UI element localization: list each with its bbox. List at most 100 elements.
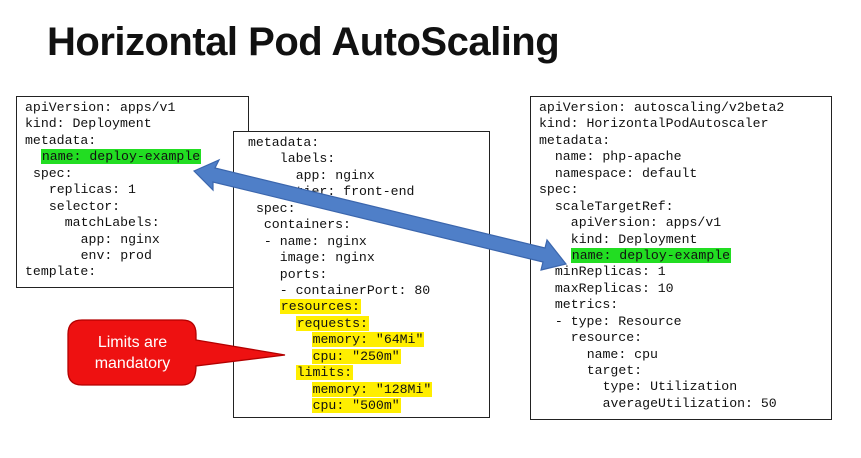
code-line-text: app: nginx [295,167,375,183]
code-line-text: app: nginx [80,231,160,247]
code-line: - name: nginx [234,234,489,250]
callout-text: Limits are mandatory [70,332,195,374]
code-line: app: nginx [17,232,248,248]
code-line: image: nginx [234,250,489,266]
code-line: resource: [531,330,831,346]
code-line: metrics: [531,297,831,313]
code-line-text: memory: "128Mi" [311,381,433,397]
code-line: template: [17,264,248,280]
code-line-text: requests: [295,315,369,331]
code-line-text: apiVersion: apps/v1 [570,215,722,231]
code-line-text: metadata: [25,132,97,148]
code-line-text: labels: [279,151,336,167]
code-line: replicas: 1 [17,182,248,198]
code-line-text: replicas: 1 [48,182,136,198]
code-line: apiVersion: apps/v1 [531,215,831,231]
code-line: selector: [17,199,248,215]
code-line-text: type: Utilization [602,379,738,395]
code-line: spec: [17,166,248,182]
code-line-text: spec: [32,165,73,181]
code-line: metadata: [234,135,489,151]
code-line-text: ports: [279,266,328,282]
code-line: scaleTargetRef: [531,199,831,215]
code-line-text: target: [586,363,643,378]
code-line-text: name: deploy-example [570,247,732,263]
code-line-text: limits: [295,365,354,381]
code-line: name: deploy-example [17,149,248,165]
code-line: containers: [234,217,489,233]
code-line-text: resource: [570,330,643,346]
code-line-text: memory: "64Mi" [311,332,425,348]
code-line: memory: "128Mi" [234,381,489,398]
code-line: - containerPort: 80 [234,283,489,299]
code-line: kind: Deployment [17,116,248,132]
code-line-text: containers: [263,217,351,233]
code-line: spec: [234,201,489,217]
code-line-text: averageUtilization: 50 [602,395,777,411]
code-line-text: metrics: [554,297,619,313]
callout-line-2: mandatory [94,355,171,372]
code-line-text: minReplicas: 1 [554,264,666,280]
code-line-text: env: prod [80,247,152,263]
code-line-text: scaleTargetRef: [554,198,674,214]
code-line: matchLabels: [17,215,248,231]
code-line: env: prod [17,248,248,264]
code-line: apiVersion: apps/v1 [17,100,248,116]
code-line: requests: [234,315,489,332]
code-line: memory: "64Mi" [234,332,489,348]
code-line: cpu: "500m" [234,398,489,414]
code-line: namespace: default [531,166,831,182]
code-line: kind: Deployment [531,232,831,248]
code-line-text: apiVersion: autoscaling/v2beta2 [539,100,785,115]
code-line-text: matchLabels: [64,215,160,231]
code-line: labels: [234,151,489,167]
code-line: target: [531,363,831,379]
code-line: metadata: [17,133,248,149]
code-line-text: namespace: default [554,165,698,181]
code-line: ports: [234,267,489,283]
code-line-text: kind: Deployment [25,116,152,132]
code-line: - type: Resource [531,314,831,330]
code-line-text: image: nginx [279,250,375,266]
slide-title: Horizontal Pod AutoScaling [47,20,560,64]
code-line-text: cpu: "250m" [311,348,401,364]
code-line-text: cpu: "500m" [311,398,401,413]
code-line-text: name: deploy-example [40,149,202,165]
code-line: spec: [531,182,831,198]
code-line-text: tier: front-end [295,184,415,200]
code-line: minReplicas: 1 [531,264,831,280]
code-line-text: kind: HorizontalPodAutoscaler [539,116,769,132]
code-line-text: selector: [48,198,121,214]
code-line-text: spec: [255,200,296,216]
code-line-text: template: [25,264,97,280]
code-line: maxReplicas: 10 [531,281,831,297]
code-line: name: cpu [531,347,831,363]
code-line: cpu: "250m" [234,348,489,365]
code-line-text: name: php-apache [554,149,682,165]
code-line-text: - type: Resource [554,313,682,329]
callout-line-1: Limits are [97,334,168,351]
code-line: kind: HorizontalPodAutoscaler [531,116,831,132]
code-line-text: spec: [539,182,579,198]
code-line-text: name: cpu [586,346,658,362]
code-line: averageUtilization: 50 [531,396,831,412]
code-line: tier: front-end [234,184,489,200]
code-line-text: metadata: [539,132,611,148]
code-line: type: Utilization [531,379,831,395]
code-line: metadata: [531,133,831,149]
code-line-text: metadata: [248,135,320,150]
code-line: limits: [234,365,489,381]
code-line: apiVersion: autoscaling/v2beta2 [531,100,831,116]
code-line-text: kind: Deployment [570,231,698,247]
code-line: app: nginx [234,168,489,184]
code-line-text: - name: nginx [263,233,367,249]
code-line: name: php-apache [531,149,831,165]
code-line-text: maxReplicas: 10 [554,280,674,296]
code-line: resources: [234,299,489,315]
code-line-text: apiVersion: apps/v1 [25,100,176,115]
code-line-text: resources: [279,299,361,315]
code-line: name: deploy-example [531,247,831,264]
